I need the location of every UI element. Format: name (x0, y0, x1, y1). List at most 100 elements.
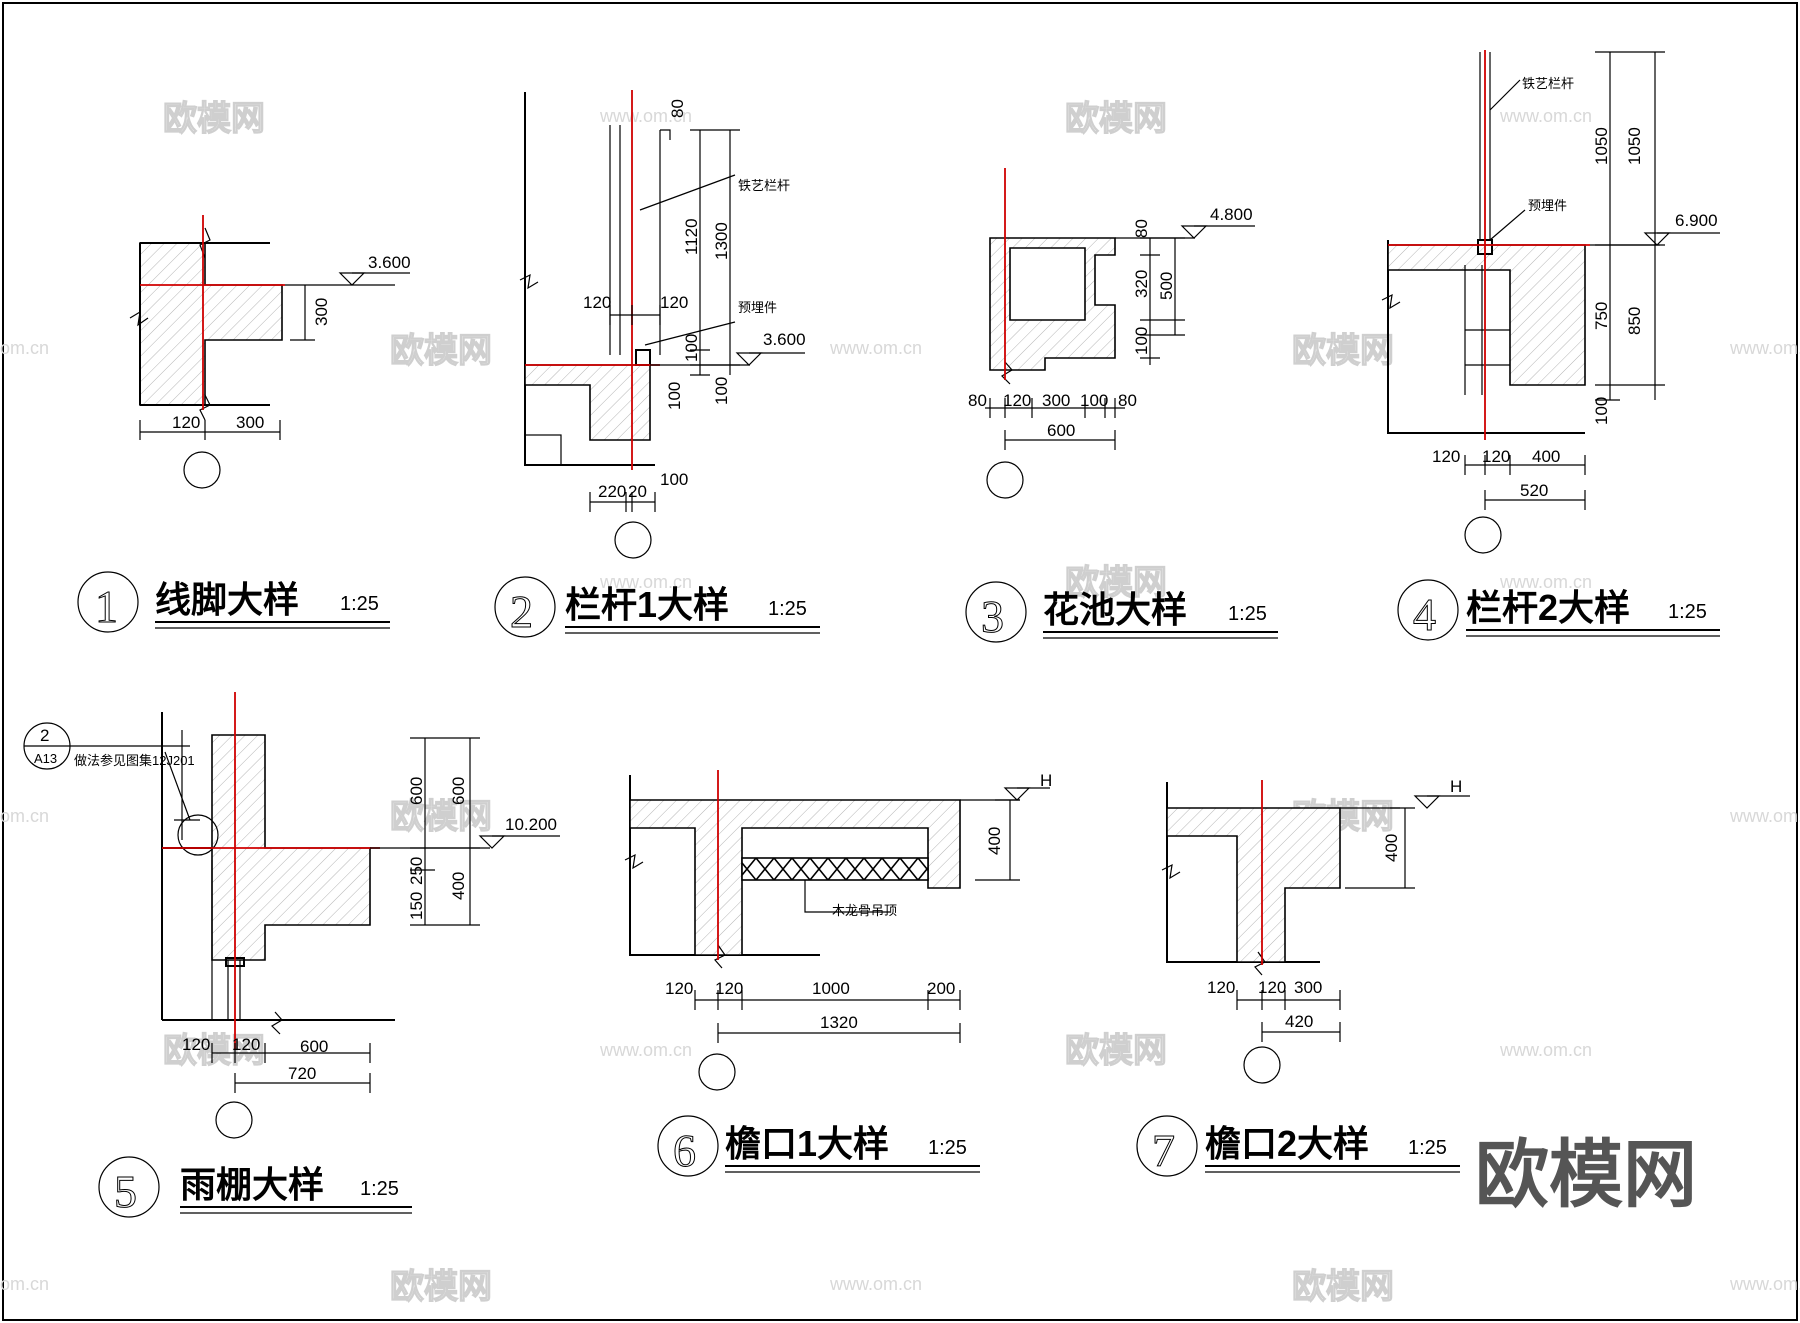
elevation-label: 6.900 (1675, 211, 1718, 230)
dim-label: 420 (1285, 1012, 1313, 1031)
detail-number: 5 (114, 1166, 137, 1217)
detail-title: 檐口2大样 (1205, 1123, 1369, 1164)
watermark-url: om.cn (0, 1274, 49, 1294)
dim-label: 100 (1132, 327, 1151, 355)
detail-number-circle (77, 571, 139, 633)
dim-label: 100 (1080, 391, 1108, 410)
watermark-url: www.om.cn (1729, 1274, 1800, 1294)
watermark-url: www.om.cn (829, 1274, 922, 1294)
detail-title: 檐口1大样 (725, 1123, 889, 1164)
watermark-layer: 欧模网 欧模网 欧模网 欧模网 欧模网 欧模网 欧模网 欧模网 欧模网 欧模网 … (0, 99, 1800, 1306)
watermark-logo: 欧模网 (163, 1032, 265, 1070)
dim-label: 600 (1047, 421, 1075, 440)
dim-label: 850 (1625, 307, 1644, 335)
brand-watermark: 欧模网 (1475, 1133, 1697, 1216)
watermark-url: www.om.cn (599, 1040, 692, 1060)
dim-label: 200 (927, 979, 955, 998)
detail-number-circle (657, 1115, 719, 1177)
watermark-url: om.cn (0, 806, 49, 826)
dim-label: 120 (1258, 978, 1286, 997)
callout-note: 预埋件 (1528, 198, 1567, 213)
watermark-url: www.om.cn (1499, 1040, 1592, 1060)
elevation-marker: 10.200 (370, 815, 560, 849)
detail-3: 4.800 80 320 500 100 80 120 300 100 80 6… (965, 168, 1278, 643)
watermark-url: www.om.cn (1729, 806, 1800, 826)
dim-label: 20 (628, 482, 647, 501)
section-callout-circle (698, 1053, 736, 1091)
watermark-logo: 欧模网 (1065, 100, 1167, 138)
dim-label: 120 (232, 1035, 260, 1054)
reference-number: 2 (40, 726, 49, 745)
detail-title: 线脚大样 (155, 579, 299, 620)
detail-number-circle (98, 1156, 160, 1218)
detail-number: 4 (1413, 589, 1436, 640)
dim-label: 100 (665, 382, 684, 410)
detail-number: 6 (673, 1125, 696, 1176)
watermark-url: www.om.cn (1499, 572, 1592, 592)
elevation-label: 10.200 (505, 815, 557, 834)
detail-scale: 1:25 (1228, 603, 1267, 625)
detail-reference-circle (177, 814, 219, 856)
dim-label: 720 (288, 1064, 316, 1083)
dim-label: 100 (1592, 397, 1611, 425)
dim-label: 520 (1520, 481, 1548, 500)
dim-label: 750 (1592, 302, 1611, 330)
dim-label: 220 (598, 482, 626, 501)
dim-label: 100 (660, 470, 688, 489)
dim-label: 120 (660, 293, 688, 312)
detail-3-planter (989, 237, 1116, 371)
callout-note: 预埋件 (738, 300, 777, 315)
section-callout-circle (986, 461, 1024, 499)
watermark-url: www.om.cn (1729, 338, 1800, 358)
watermark-logo: 欧模网 (1065, 1032, 1167, 1070)
dim-label: 1300 (712, 222, 731, 260)
detail-scale: 1:25 (340, 593, 379, 615)
watermark-logo: 欧模网 (163, 100, 265, 138)
section-callout-circle (614, 521, 652, 559)
dim-label: 120 (1207, 978, 1235, 997)
watermark-url: www.om.cn (829, 338, 922, 358)
reference-sheet: A13 (34, 751, 57, 766)
ceiling-joist-band (741, 857, 929, 881)
detail-1: 3.600 300 120 300 1 线脚大样 1:25 (77, 215, 411, 633)
dim-label: 120 (172, 413, 200, 432)
dim-label: 400 (1532, 447, 1560, 466)
dim-label: 300 (236, 413, 264, 432)
watermark-url: www.om.cn (1499, 106, 1592, 126)
dim-label: 100 (682, 334, 701, 362)
detail-number-circle (965, 581, 1027, 643)
dim-label: 250 (407, 857, 426, 885)
detail-title: 花池大样 (1043, 589, 1187, 630)
detail-number: 1 (95, 581, 118, 632)
section-callout-circle (1464, 516, 1502, 554)
detail-5-canopy (211, 734, 371, 961)
detail-5: 2 A13 做法参见图集12J201 10.200 600 600 250 40… (23, 692, 560, 1218)
watermark-url: www.om.cn (599, 106, 692, 126)
dim-label: 80 (668, 99, 687, 118)
dim-label: 120 (665, 979, 693, 998)
watermark-logo: 欧模网 (1292, 332, 1394, 370)
dim-label: 150 (407, 892, 426, 920)
dim-label: 120 (1432, 447, 1460, 466)
dim-label: 300 (1042, 391, 1070, 410)
watermark-url: om.cn (0, 338, 49, 358)
detail-2: 3.600 铁艺栏杆 预埋件 80 1120 1300 100 100 100 … (494, 90, 820, 638)
dim-label: 100 (712, 377, 731, 405)
dim-label: 320 (1132, 270, 1151, 298)
detail-number-circle (1397, 579, 1459, 641)
elevation-marker: 3.600 (650, 330, 806, 366)
detail-title: 雨棚大样 (180, 1164, 324, 1205)
reference-callout: 2 A13 做法参见图集12J201 (23, 722, 195, 821)
detail-7: H 400 120 120 300 420 7 檐口2大样 1:25 (1136, 777, 1470, 1177)
detail-4-slab (1387, 244, 1586, 386)
detail-4: 6.900 铁艺栏杆 预埋件 1050 1050 750 850 100 120… (1381, 50, 1720, 641)
dim-label: 600 (449, 777, 468, 805)
elevation-marker: H (960, 771, 1052, 801)
detail-6-eave (629, 799, 961, 956)
detail-scale: 1:25 (1668, 601, 1707, 623)
detail-scale: 1:25 (1408, 1137, 1447, 1159)
dim-label: 400 (449, 872, 468, 900)
watermark-url: www.om.cn (599, 572, 692, 592)
